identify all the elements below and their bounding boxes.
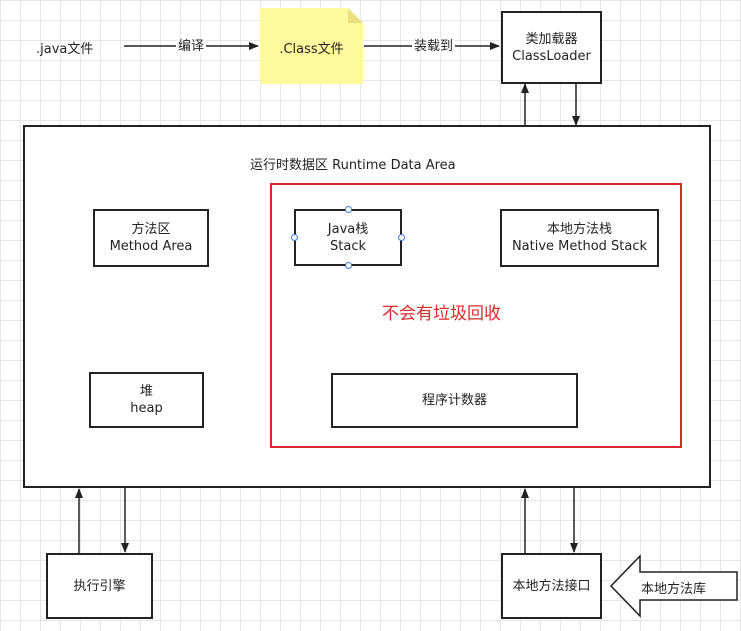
classloader-box[interactable]: 类加载器 ClassLoader bbox=[501, 11, 602, 84]
heap-box[interactable]: 堆 heap bbox=[89, 372, 204, 428]
java-stack-cn: Java栈 bbox=[327, 221, 369, 237]
heap-cn: 堆 bbox=[139, 384, 153, 399]
java-file-label: .java文件 bbox=[36, 38, 93, 57]
method-area-en: Method Area bbox=[109, 239, 193, 254]
note-shape bbox=[260, 8, 363, 84]
native-stack-en: Native Method Stack bbox=[511, 239, 648, 254]
classloader-cn: 类加载器 bbox=[525, 31, 578, 47]
pc-register-label: 程序计数器 bbox=[421, 393, 487, 408]
no-gc-region[interactable] bbox=[270, 183, 682, 448]
native-interface-label: 本地方法接口 bbox=[512, 578, 591, 594]
java-stack-box[interactable]: Java栈 Stack bbox=[294, 209, 402, 266]
pc-register-box[interactable]: 程序计数器 bbox=[331, 373, 578, 428]
class-file-label: .Class文件 bbox=[279, 42, 344, 57]
selection-handle-right[interactable] bbox=[398, 234, 405, 241]
method-area-cn: 方法区 bbox=[131, 222, 171, 237]
selection-handle-bottom[interactable] bbox=[345, 262, 352, 269]
runtime-data-area-title: 运行时数据区 Runtime Data Area bbox=[250, 158, 456, 173]
java-file-text: .java文件 bbox=[36, 42, 94, 57]
selection-handle-left[interactable] bbox=[291, 234, 298, 241]
exec-engine-label: 执行引擎 bbox=[73, 578, 126, 594]
no-gc-label: 不会有垃圾回收 bbox=[382, 304, 501, 324]
exec-engine-box[interactable]: 执行引擎 bbox=[46, 553, 153, 619]
load-label: 装载到 bbox=[412, 39, 456, 54]
native-stack-cn: 本地方法栈 bbox=[546, 222, 612, 237]
method-area-box[interactable]: 方法区 Method Area bbox=[93, 209, 209, 267]
native-library-label: 本地方法库 bbox=[641, 582, 707, 597]
class-file-note[interactable]: .Class文件 bbox=[260, 8, 363, 84]
compile-label: 编译 bbox=[176, 39, 207, 54]
heap-en: heap bbox=[130, 401, 163, 416]
classloader-en: ClassLoader bbox=[512, 48, 591, 64]
native-library-arrow bbox=[609, 554, 738, 618]
selection-handle-top[interactable] bbox=[345, 206, 352, 213]
java-stack-en: Stack bbox=[330, 238, 366, 254]
native-interface-box[interactable]: 本地方法接口 bbox=[501, 553, 602, 619]
native-stack-box[interactable]: 本地方法栈 Native Method Stack bbox=[500, 209, 659, 267]
